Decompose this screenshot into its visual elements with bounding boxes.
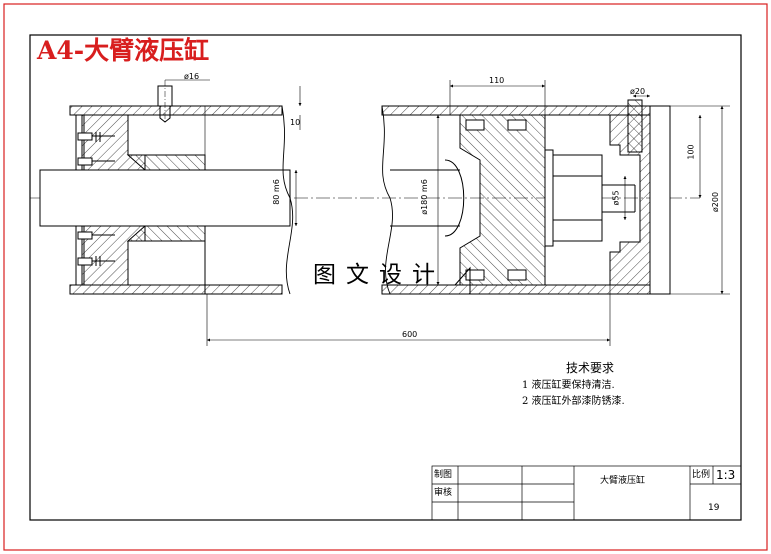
barrel-top-wall-right xyxy=(381,105,651,116)
dim-10: 10 xyxy=(290,118,301,127)
bolts-left xyxy=(77,132,115,266)
outer-frame xyxy=(3,3,768,551)
dim-diameter-20: ø20 xyxy=(630,87,646,96)
requirement-item: 2 液压缸外部漆防锈漆. xyxy=(522,396,625,407)
scale-label: 比例 xyxy=(692,470,711,480)
lock-nut xyxy=(551,154,603,242)
drawn-by-label: 制图 xyxy=(434,470,453,480)
piston-rod xyxy=(39,169,291,227)
piston xyxy=(459,114,546,286)
dim-piston: ø180 m6 xyxy=(419,179,429,215)
scale-value: 1:3 xyxy=(716,468,736,482)
requirements-heading: 技术要求 xyxy=(566,361,615,375)
dim-diameter-55: ø55 xyxy=(611,190,621,206)
drawing-title: A4-大臂液压缸 xyxy=(37,36,210,65)
dim-pin-diameter: ø16 xyxy=(184,72,200,81)
sheet-number: 19 xyxy=(708,503,720,513)
dim-length-110: 110 xyxy=(489,76,505,85)
dim-length-600: 600 xyxy=(402,330,418,339)
break-line-right xyxy=(381,105,393,295)
requirement-item: 1 液压缸要保持清洁. xyxy=(522,380,615,391)
part-name: 大臂液压缸 xyxy=(600,476,646,486)
inner-frame xyxy=(29,34,742,521)
barrel-top-wall-left xyxy=(69,105,283,116)
dim-diameter-200: ø200 xyxy=(711,191,721,213)
barrel-bottom-wall-left xyxy=(69,284,283,295)
title-block xyxy=(431,465,742,521)
watermark-text: 图文设计 xyxy=(313,262,445,288)
dim-shaft: 80 m6 xyxy=(271,179,281,205)
dimensions xyxy=(165,79,730,346)
checked-by-label: 审核 xyxy=(434,488,453,498)
cylinder-drawing xyxy=(30,80,700,295)
break-line-left xyxy=(281,105,294,295)
dim-100: 100 xyxy=(686,144,696,160)
